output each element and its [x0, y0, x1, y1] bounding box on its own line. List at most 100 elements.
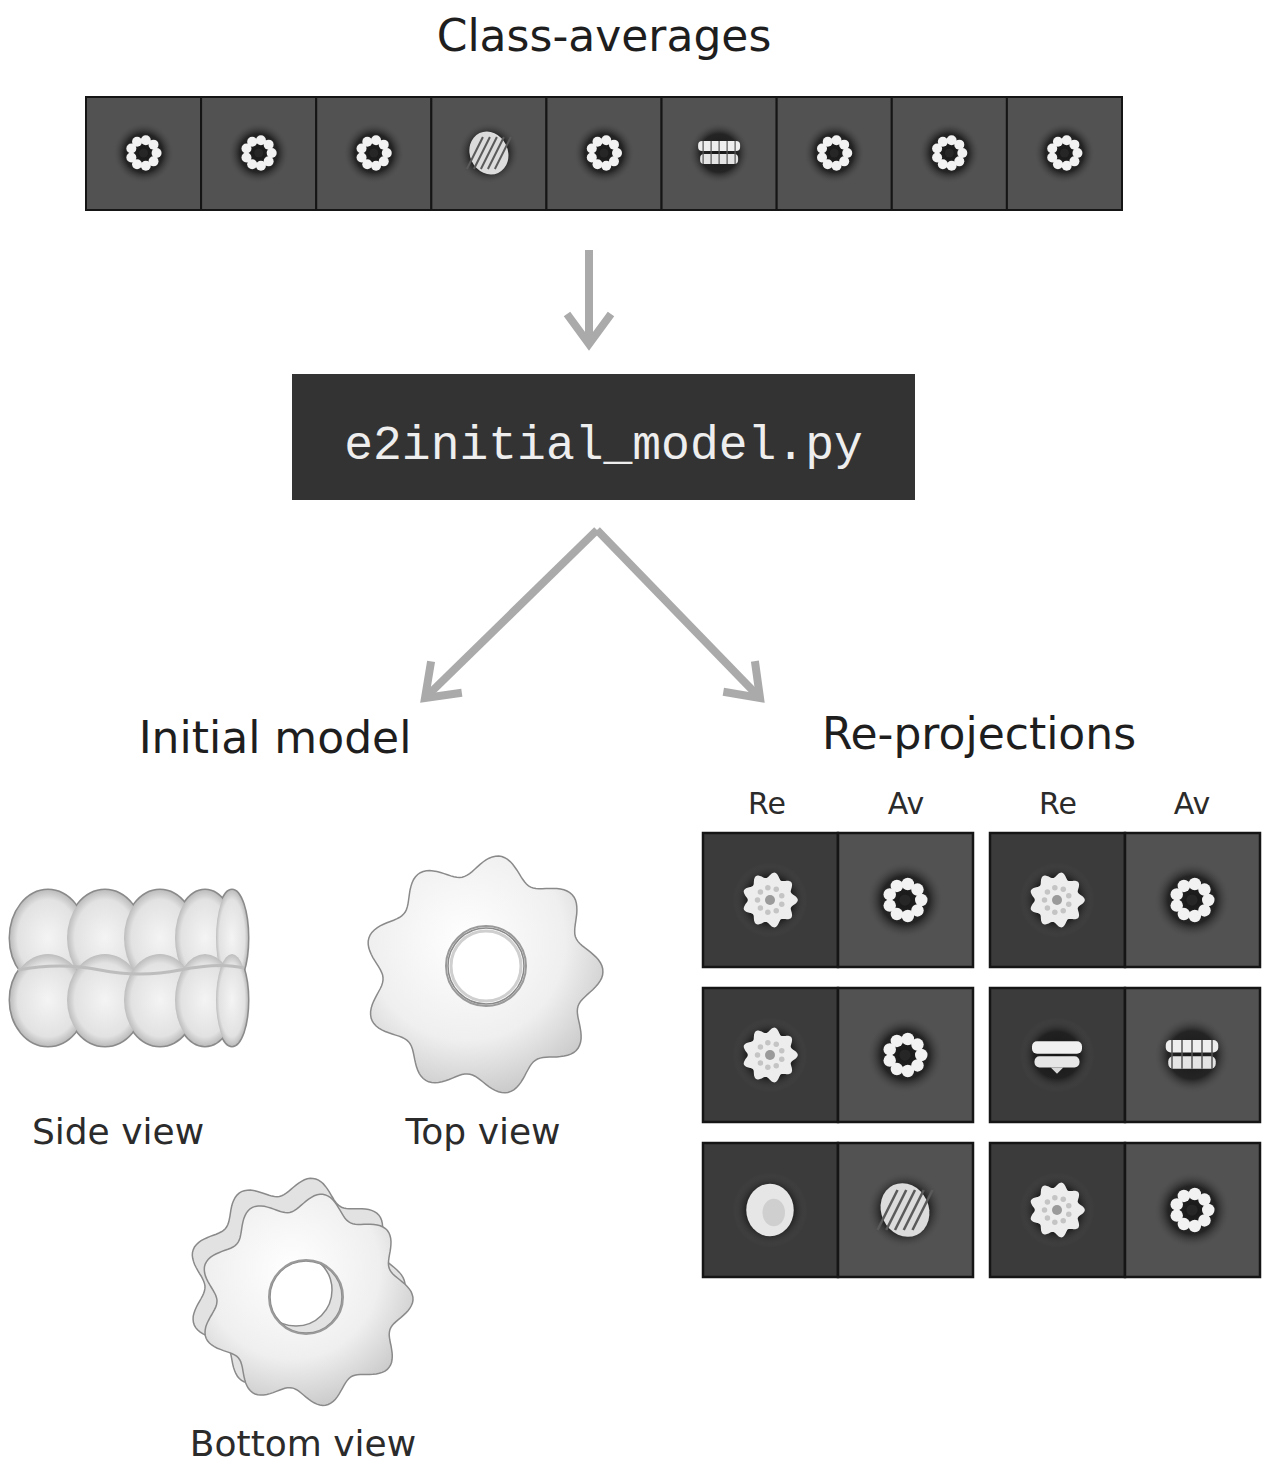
density-blob: [362, 137, 372, 147]
central-channel: [899, 894, 910, 905]
projection-spot: [779, 1057, 785, 1063]
hole-rim: [446, 926, 526, 1006]
central-channel: [600, 149, 609, 158]
stripe: [727, 141, 728, 164]
central-channel: [765, 895, 775, 905]
class-average-cell: [892, 97, 1007, 210]
halo: [228, 122, 290, 184]
halo: [688, 122, 750, 184]
projection-spot: [774, 1041, 780, 1047]
density-blob: [839, 140, 849, 150]
halo: [1020, 1173, 1095, 1248]
density-blob: [1170, 899, 1183, 912]
reprojection-cell: [703, 988, 838, 1122]
class-average-image: [866, 861, 944, 939]
projection-spot: [1061, 1196, 1067, 1202]
projection-spot: [779, 902, 785, 908]
stripe: [481, 137, 497, 169]
projection-spot: [758, 889, 764, 895]
halo: [1153, 1016, 1231, 1094]
density-blob: [1198, 1193, 1211, 1206]
central-channel: [1186, 1204, 1197, 1215]
halo: [113, 122, 175, 184]
hole-rim: [269, 1260, 343, 1334]
projection-spot: [765, 910, 771, 916]
central-channel: [830, 149, 839, 158]
projection-spot: [779, 893, 785, 899]
hole-rim: [451, 931, 521, 1001]
density-blob: [241, 152, 251, 162]
class-average-strip: [86, 97, 1122, 210]
command-name: e2initial_model.py: [344, 418, 862, 476]
density-blob: [883, 1054, 896, 1067]
halo: [733, 1173, 808, 1248]
density-blob: [126, 152, 136, 162]
central-channel: [1060, 149, 1069, 158]
density-blob: [371, 161, 381, 171]
halo: [1020, 863, 1095, 938]
projection-spot: [758, 1044, 764, 1050]
program-box: e2initial_model.py: [292, 374, 915, 500]
density-blob: [149, 140, 159, 150]
projection-blob: [1031, 1183, 1085, 1238]
density-blob: [1198, 883, 1211, 896]
density-blob: [593, 137, 603, 147]
density-blob: [1189, 1220, 1202, 1233]
reprojection-image: [733, 863, 808, 938]
density-blob: [357, 152, 367, 162]
density-blob: [247, 137, 257, 147]
density-blob: [938, 137, 948, 147]
stripe: [895, 1190, 915, 1230]
reprojection-cell: [990, 1143, 1125, 1277]
projection-spot: [765, 1040, 771, 1046]
stripe: [904, 1190, 924, 1230]
projection-spot: [1052, 1220, 1058, 1226]
density-blob: [1053, 137, 1063, 147]
class-average-image: [458, 122, 520, 184]
average-cell: [1125, 833, 1260, 967]
density-blob: [256, 161, 266, 171]
projection-spot: [1045, 889, 1051, 895]
halo: [573, 122, 635, 184]
projection-spot: [755, 1052, 761, 1058]
halo: [733, 1018, 808, 1093]
class-average-cell: [1007, 97, 1122, 210]
projection-spot: [1052, 910, 1058, 916]
stripe: [1181, 1040, 1183, 1069]
projection-spot: [1042, 1207, 1048, 1213]
reprojection-cell: [703, 1143, 838, 1277]
density-blob: [264, 140, 274, 150]
view-label: Top view: [405, 1110, 560, 1153]
bottom-view-rendering: [192, 1178, 413, 1405]
column-header: Av: [1174, 786, 1211, 822]
projection-band: [1035, 1056, 1080, 1067]
projection-spot: [1066, 893, 1072, 899]
stripe: [1211, 1040, 1213, 1069]
class-average-cell: [316, 97, 431, 210]
projection-spot: [779, 1048, 785, 1054]
projection-band: [1032, 1041, 1082, 1054]
average-cell: [838, 1143, 973, 1277]
density-blob: [1189, 910, 1202, 923]
class-average-image: [688, 122, 750, 184]
projection-spot: [1060, 908, 1066, 914]
halo: [733, 863, 808, 938]
flow-arrow: [585, 250, 593, 344]
stripe: [886, 1190, 906, 1230]
projection-spot: [1066, 1212, 1072, 1218]
central-channel: [1186, 894, 1197, 905]
density-blob: [1047, 152, 1057, 162]
class-average-image: [1153, 1171, 1231, 1249]
density-blob: [609, 140, 619, 150]
class-average-image: [228, 122, 290, 184]
halo: [866, 1016, 944, 1094]
density-blob: [831, 161, 841, 171]
panel-heading: Re-projections: [822, 708, 1136, 761]
stripe: [735, 141, 736, 164]
central-channel: [765, 1050, 775, 1060]
flow-arrow: [425, 530, 597, 698]
projection-blob: [744, 873, 798, 928]
column-header: Re: [748, 786, 786, 822]
projection-spot: [773, 1063, 779, 1069]
reprojection-cell: [990, 988, 1125, 1122]
